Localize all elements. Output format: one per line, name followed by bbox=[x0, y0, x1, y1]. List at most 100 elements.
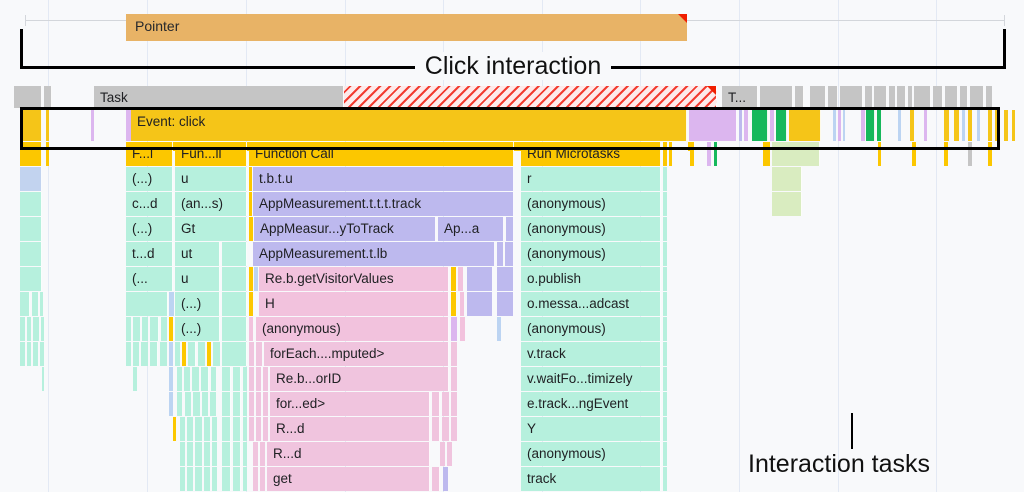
flame-block[interactable] bbox=[126, 292, 168, 316]
flame-block-v-track[interactable]: v.track bbox=[521, 342, 661, 366]
flame-block[interactable] bbox=[451, 417, 457, 441]
flame-block[interactable] bbox=[945, 86, 958, 108]
flame-block[interactable] bbox=[188, 342, 196, 366]
flame-block[interactable] bbox=[195, 442, 202, 466]
flame-block[interactable] bbox=[42, 367, 44, 391]
flame-block[interactable] bbox=[33, 317, 39, 341]
flame-block[interactable] bbox=[198, 342, 205, 366]
flame-block[interactable] bbox=[169, 342, 173, 366]
flame-block[interactable] bbox=[442, 417, 449, 441]
flame-block[interactable] bbox=[451, 292, 456, 316]
flame-block[interactable] bbox=[126, 317, 131, 341]
flame-block[interactable] bbox=[20, 167, 42, 191]
flame-block[interactable] bbox=[752, 110, 768, 141]
flame-block-anonymous[interactable]: (anonymous) bbox=[521, 442, 661, 466]
flame-block[interactable] bbox=[222, 317, 247, 341]
flame-block[interactable] bbox=[185, 392, 191, 416]
flame-block[interactable] bbox=[451, 367, 457, 391]
flame-block[interactable] bbox=[222, 267, 247, 291]
flame-block[interactable] bbox=[707, 142, 711, 166]
flame-block-ut[interactable]: ut bbox=[175, 242, 220, 266]
flame-block[interactable] bbox=[924, 110, 927, 141]
flame-block[interactable] bbox=[161, 317, 167, 341]
flame-block[interactable] bbox=[663, 367, 667, 391]
flame-block[interactable] bbox=[249, 317, 253, 341]
flame-block-event-click[interactable]: Event: click bbox=[131, 110, 687, 141]
flame-block[interactable] bbox=[177, 367, 182, 391]
flame-block[interactable] bbox=[986, 86, 992, 108]
flame-block-r-d[interactable]: R...d bbox=[267, 442, 430, 466]
flame-block[interactable] bbox=[763, 142, 770, 166]
flame-block[interactable] bbox=[133, 317, 140, 341]
flame-block-[interactable]: (... bbox=[126, 267, 173, 291]
flame-block[interactable] bbox=[260, 442, 265, 466]
flame-block[interactable] bbox=[207, 342, 211, 366]
flame-block[interactable] bbox=[663, 292, 667, 316]
flame-block[interactable] bbox=[497, 242, 503, 266]
flame-block[interactable] bbox=[204, 467, 210, 491]
flame-block[interactable] bbox=[988, 142, 992, 166]
flame-block[interactable] bbox=[739, 110, 742, 141]
flame-block[interactable] bbox=[32, 292, 38, 316]
flame-block[interactable] bbox=[27, 342, 31, 366]
flame-block[interactable] bbox=[222, 417, 231, 441]
flame-block[interactable] bbox=[865, 86, 872, 108]
flame-block[interactable] bbox=[33, 342, 38, 366]
flame-block[interactable] bbox=[175, 342, 180, 366]
flame-block[interactable] bbox=[195, 417, 202, 441]
flame-block-u[interactable]: u bbox=[175, 167, 247, 191]
flame-block-foreach-mputed[interactable]: forEach....mputed> bbox=[264, 342, 449, 366]
flame-block[interactable] bbox=[211, 367, 216, 391]
flame-block[interactable] bbox=[944, 110, 949, 141]
flame-block-[interactable]: (...) bbox=[175, 317, 220, 341]
flame-block[interactable] bbox=[212, 417, 217, 441]
flame-block[interactable] bbox=[253, 442, 258, 466]
flame-block[interactable] bbox=[772, 167, 802, 191]
flame-block[interactable] bbox=[169, 392, 173, 416]
flame-block[interactable] bbox=[432, 467, 440, 491]
flame-block[interactable] bbox=[212, 467, 217, 491]
flame-block[interactable] bbox=[795, 86, 804, 108]
flame-block[interactable] bbox=[222, 242, 247, 266]
flame-block[interactable] bbox=[195, 467, 202, 491]
flame-block[interactable] bbox=[944, 142, 948, 166]
flame-block-fun-ll[interactable]: Fun...ll bbox=[175, 142, 247, 166]
flame-block[interactable] bbox=[222, 442, 231, 466]
flame-block[interactable] bbox=[506, 217, 514, 241]
flame-block[interactable] bbox=[20, 317, 25, 341]
flame-block[interactable] bbox=[243, 467, 247, 491]
flame-block[interactable] bbox=[443, 467, 448, 491]
flame-block-an-s[interactable]: (an...s) bbox=[175, 192, 247, 216]
flame-block-ap-a[interactable]: Ap...a bbox=[438, 217, 504, 241]
flame-block[interactable] bbox=[663, 217, 667, 241]
flame-block[interactable] bbox=[222, 467, 231, 491]
flame-block[interactable] bbox=[182, 342, 186, 366]
flame-block[interactable] bbox=[451, 267, 456, 291]
flame-block[interactable] bbox=[169, 317, 173, 341]
flame-block-t[interactable]: T... bbox=[722, 86, 758, 108]
flame-block[interactable] bbox=[789, 110, 821, 141]
flame-block[interactable] bbox=[204, 442, 210, 466]
flame-block-t-d[interactable]: t...d bbox=[126, 242, 173, 266]
flame-block[interactable] bbox=[442, 392, 449, 416]
flame-block-e-track-ngevent[interactable]: e.track...ngEvent bbox=[521, 392, 661, 416]
flame-block[interactable] bbox=[193, 392, 200, 416]
flame-block-track[interactable]: track bbox=[521, 467, 661, 491]
flame-block[interactable] bbox=[249, 267, 253, 291]
flame-block[interactable] bbox=[126, 342, 131, 366]
flame-block[interactable] bbox=[142, 317, 148, 341]
flame-block[interactable] bbox=[954, 110, 959, 141]
flame-block[interactable] bbox=[249, 342, 254, 366]
flame-block[interactable] bbox=[249, 392, 254, 416]
flame-block-re-b-getvisitorvalues[interactable]: Re.b.getVisitorValues bbox=[259, 267, 449, 291]
pointer-event-band[interactable]: Pointer bbox=[126, 14, 687, 41]
flame-block[interactable] bbox=[192, 367, 199, 391]
flame-block[interactable] bbox=[663, 317, 667, 341]
flame-block[interactable] bbox=[169, 367, 173, 391]
flame-block[interactable] bbox=[878, 142, 881, 166]
flame-block[interactable] bbox=[908, 86, 912, 108]
flame-block[interactable] bbox=[828, 86, 838, 108]
flame-block[interactable] bbox=[249, 367, 254, 391]
flame-block[interactable] bbox=[243, 392, 247, 416]
flame-block[interactable] bbox=[20, 217, 42, 241]
